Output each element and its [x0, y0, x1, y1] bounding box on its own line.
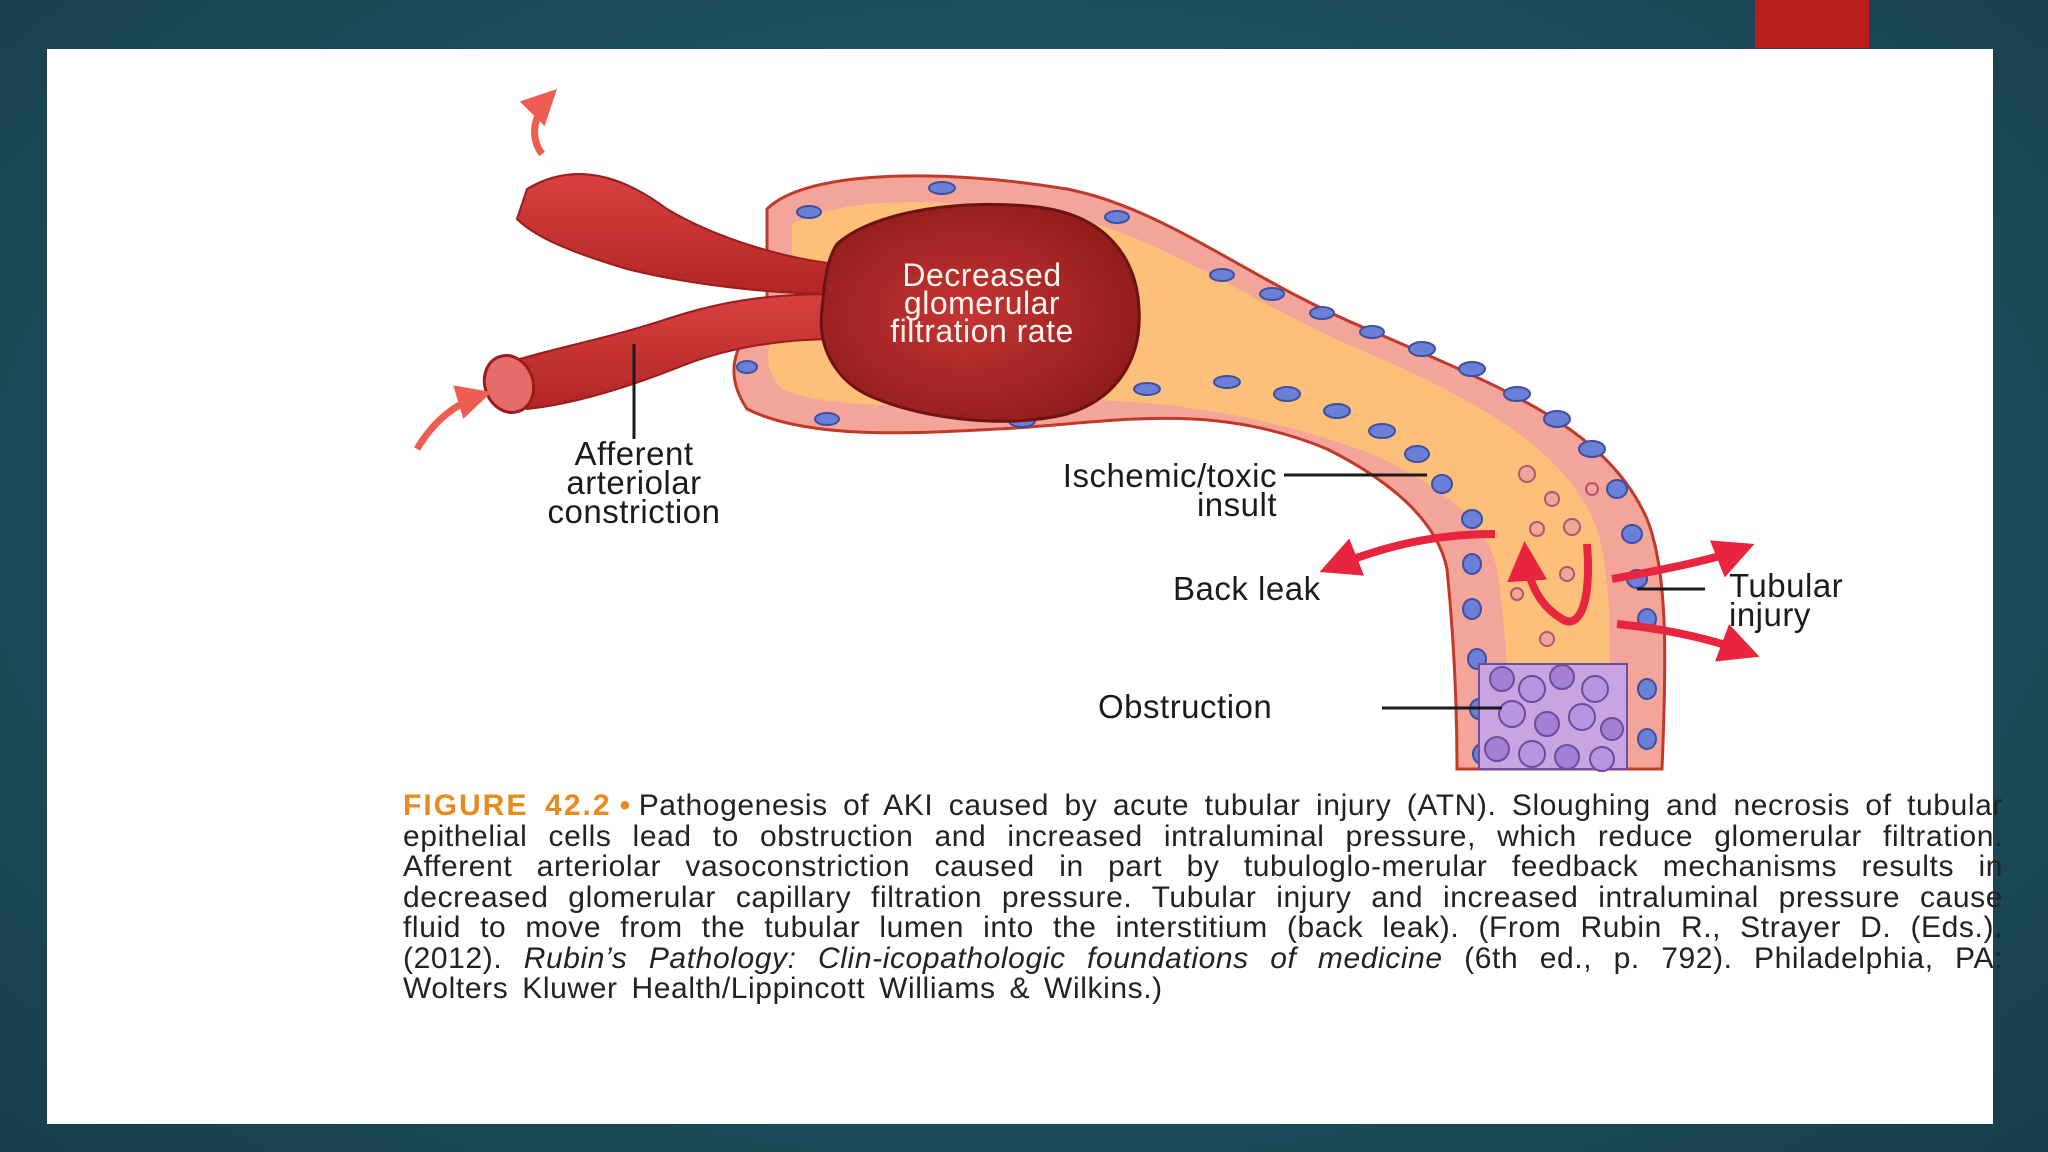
tubule-cells — [736, 181, 1657, 765]
tubular-injury-arrow-down — [1616, 620, 1760, 662]
accent-bar — [1755, 0, 1869, 48]
figure-caption: FIGURE 42.2•Pathogenesis of AKI caused b… — [403, 789, 2003, 1005]
caption-book-title: Rubin’s Pathology: Clin-icopathologic fo… — [523, 941, 1443, 975]
figure-bullet: • — [619, 789, 631, 822]
sloughed-cells — [1510, 465, 1599, 647]
back-leak-label: Back leak — [1173, 570, 1321, 607]
efferent-flow-arrow — [519, 89, 557, 157]
ischemic-toxic-insult-label: Ischemic/toxic insult — [1062, 457, 1277, 523]
caption-citation: (6th ed., p. 792). Philadelphia, PA: Wol… — [403, 941, 2003, 1005]
tubular-injury-label: Tubular injury — [1729, 567, 1844, 633]
back-leak-arrow — [1319, 530, 1496, 576]
afferent-flow-arrow — [413, 385, 492, 451]
obstruction-cast — [1478, 663, 1628, 772]
figure-label: FIGURE 42.2 — [403, 789, 612, 822]
tubular-injury-arrow-up — [1611, 540, 1755, 583]
nephron-diagram — [413, 89, 1760, 772]
intraluminal-pressure-arrow — [1507, 541, 1592, 626]
gfr-label: Decreased glomerular filtration rate — [890, 257, 1074, 349]
slide-panel: Decreased glomerular filtration rate Aff… — [47, 49, 2002, 1124]
glomerulus — [819, 202, 1141, 423]
afferent-arteriolar-constriction-label: Afferent arteriolar constriction — [547, 435, 721, 530]
caption-text: Pathogenesis of AKI caused by acute tubu… — [403, 789, 2003, 975]
obstruction-label: Obstruction — [1098, 688, 1273, 725]
